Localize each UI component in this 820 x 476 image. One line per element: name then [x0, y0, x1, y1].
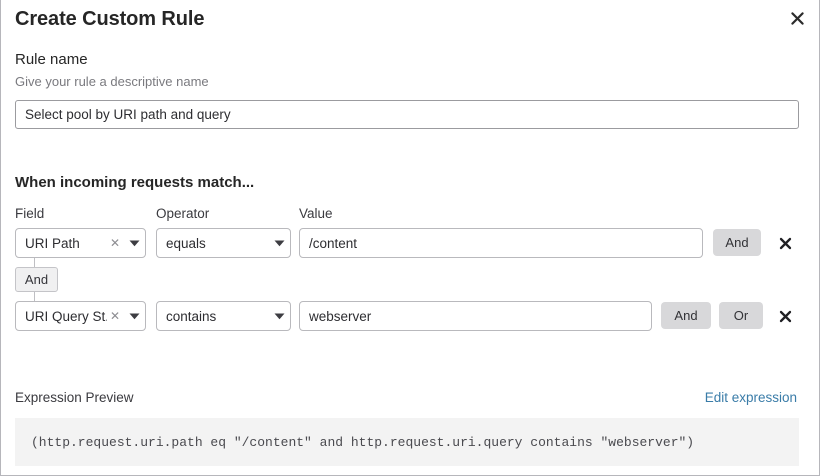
chevron-down-icon-glyph — [129, 313, 139, 319]
expression-preview-code: (http.request.uri.path eq "/content" and… — [15, 418, 799, 466]
field-select-value-row-1: URI Path — [25, 235, 80, 251]
conditions-section-heading: When incoming requests match... — [15, 174, 255, 191]
field-select-value-row-2: URI Query St... — [25, 308, 107, 324]
field-select-row-1[interactable]: URI Path ✕ — [15, 228, 146, 258]
clear-icon[interactable]: ✕ — [109, 236, 121, 250]
value-input-row-1[interactable] — [299, 228, 703, 258]
column-header-operator: Operator — [156, 206, 210, 221]
close-icon-glyph — [779, 310, 791, 322]
rule-name-input[interactable] — [15, 100, 799, 129]
and-button-row-1[interactable]: And — [713, 229, 761, 256]
page-title: Create Custom Rule — [15, 8, 205, 30]
chevron-down-icon-glyph — [129, 240, 139, 246]
expression-preview-label: Expression Preview — [15, 390, 134, 405]
operator-select-value-row-2: contains — [166, 308, 217, 324]
rule-name-help-text: Give your rule a descriptive name — [15, 74, 209, 89]
field-select-row-2[interactable]: URI Query St... ✕ — [15, 301, 146, 331]
chevron-down-icon-glyph — [274, 240, 284, 246]
and-button-row-2[interactable]: And — [661, 302, 711, 329]
close-icon-glyph — [779, 237, 791, 249]
or-button-row-2[interactable]: Or — [719, 302, 763, 329]
edit-expression-link[interactable]: Edit expression — [704, 390, 797, 405]
operator-select-value-row-1: equals — [166, 235, 206, 251]
close-icon[interactable] — [785, 6, 809, 30]
condition-connector-and-badge[interactable]: And — [15, 267, 58, 292]
chevron-down-icon[interactable] — [123, 240, 145, 247]
chevron-down-icon[interactable] — [123, 313, 145, 320]
chevron-down-icon[interactable] — [268, 313, 290, 320]
chevron-down-icon-glyph — [274, 313, 284, 319]
close-icon-glyph — [790, 11, 804, 25]
delete-condition-button-row-1[interactable] — [774, 228, 796, 258]
operator-select-row-1[interactable]: equals — [156, 228, 291, 258]
delete-condition-button-row-2[interactable] — [774, 301, 796, 331]
chevron-down-icon[interactable] — [268, 240, 290, 247]
value-input-row-2[interactable] — [299, 301, 652, 331]
operator-select-row-2[interactable]: contains — [156, 301, 291, 331]
rule-name-label: Rule name — [15, 51, 88, 68]
column-header-field: Field — [15, 206, 45, 221]
column-header-value: Value — [299, 206, 333, 221]
clear-icon[interactable]: ✕ — [109, 309, 121, 323]
